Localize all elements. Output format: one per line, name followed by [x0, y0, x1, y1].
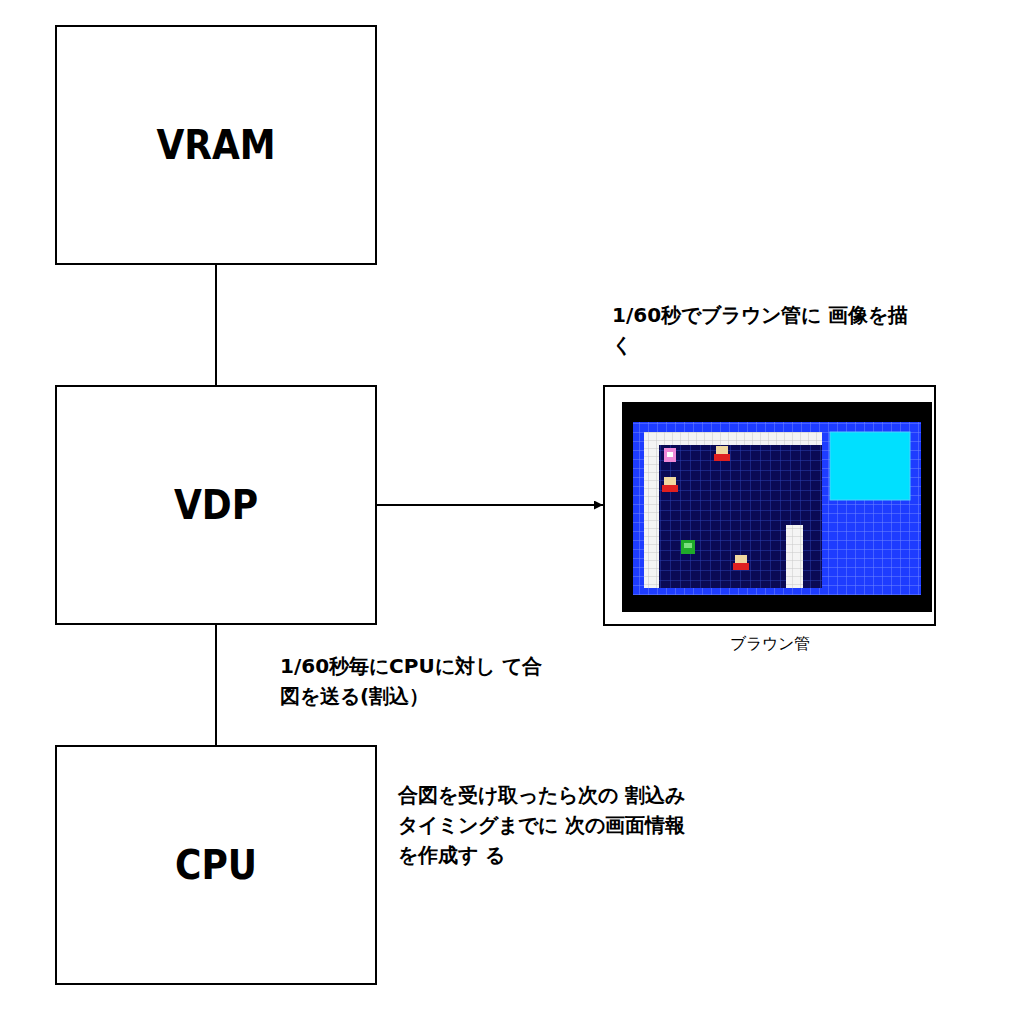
memory-box: VRAM	[55, 25, 377, 265]
info-panel	[830, 432, 910, 500]
display-caption: ブラウン管	[605, 634, 934, 655]
box-label: VRAM	[156, 122, 275, 168]
connector-line	[377, 504, 603, 506]
crt-display: ブラウン管	[603, 385, 936, 626]
enemy-sprite	[714, 446, 730, 461]
processor-box: VDP	[55, 385, 377, 625]
player-sprite	[664, 448, 676, 462]
connector-line	[215, 625, 217, 745]
timing-note: 1/60秒でブラウン管に 画像を描く	[612, 300, 912, 360]
screen-background	[622, 402, 932, 612]
connector-line	[215, 265, 217, 385]
enemy-sprite	[681, 540, 695, 554]
play-field	[644, 432, 822, 588]
wall-bar	[786, 525, 803, 588]
wall-top	[644, 432, 822, 445]
box-label: VDP	[174, 482, 258, 528]
interrupt-note: 1/60秒毎にCPUに対し て合図を送る(割込）	[280, 651, 550, 711]
field-border	[633, 422, 921, 595]
processor-box: CPU	[55, 745, 377, 985]
enemy-sprite	[733, 555, 749, 570]
box-label: CPU	[175, 842, 257, 888]
wall-left	[644, 432, 659, 588]
enemy-sprite	[662, 477, 678, 492]
cpu-note: 合図を受け取ったら次の 割込みタイミングまでに 次の画面情報を作成す る	[398, 780, 698, 870]
